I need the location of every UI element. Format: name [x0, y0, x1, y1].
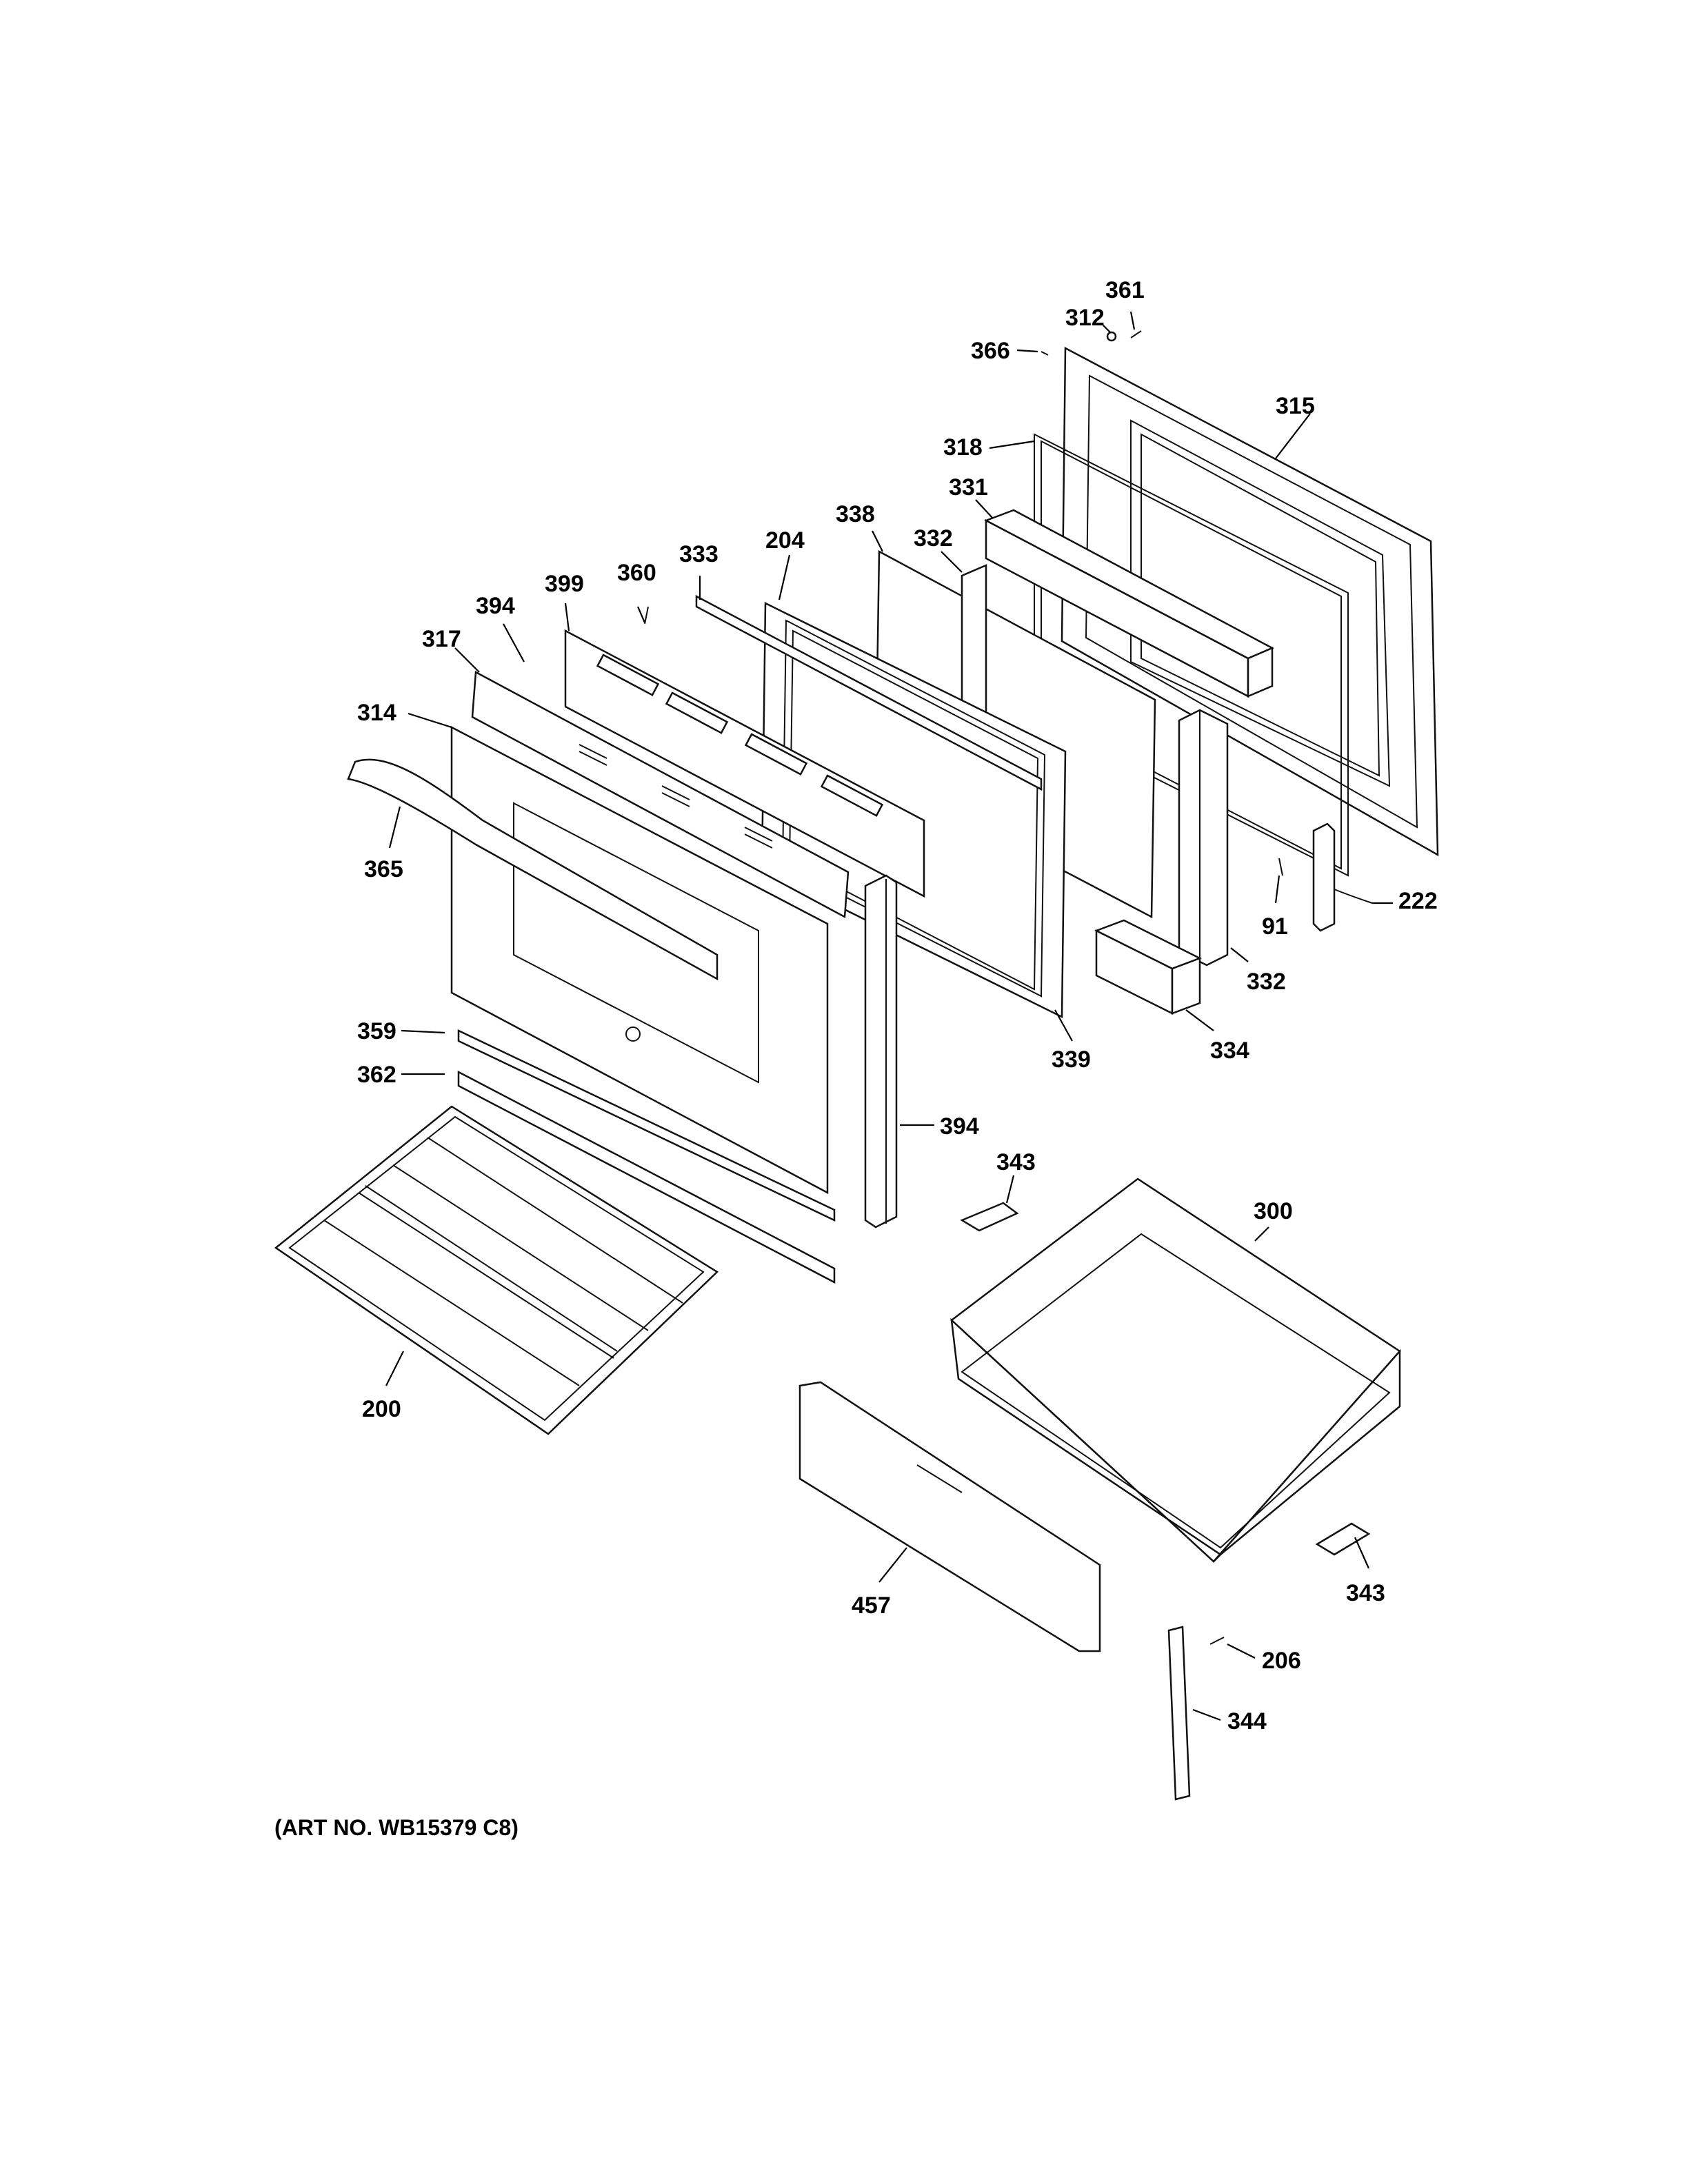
drawer-front-457	[798, 1381, 1101, 1652]
heat-shield-399	[564, 629, 925, 898]
label-394-bottom: 394	[940, 1113, 979, 1140]
label-366: 366	[971, 338, 1010, 364]
art-number: (ART NO. WB15379 C8)	[274, 1815, 519, 1840]
oven-rack-200	[274, 1105, 719, 1435]
insulation-bottom	[1094, 919, 1203, 1015]
label-362: 362	[357, 1062, 396, 1088]
label-361: 361	[1105, 277, 1145, 303]
door-bottom-rails	[457, 1029, 836, 1284]
label-360: 360	[617, 560, 656, 586]
label-312: 312	[1065, 305, 1105, 331]
label-204: 204	[765, 527, 805, 554]
label-343-top: 343	[996, 1149, 1036, 1175]
insulation-top	[983, 509, 1274, 698]
label-315: 315	[1276, 393, 1315, 419]
label-300: 300	[1254, 1198, 1293, 1224]
label-333: 333	[679, 541, 719, 567]
label-200: 200	[362, 1396, 401, 1422]
trim-strip-333	[695, 594, 1043, 791]
label-331: 331	[949, 474, 988, 501]
drawer-glide-343-top	[960, 1202, 1019, 1232]
side-trim-394	[864, 874, 898, 1228]
drawer-glide-343-bottom	[1315, 1522, 1371, 1556]
label-332-top: 332	[914, 525, 953, 552]
label-91: 91	[1262, 913, 1288, 940]
leader-lines	[385, 311, 1393, 1721]
label-359: 359	[357, 1018, 396, 1044]
label-332-bottom: 332	[1247, 969, 1286, 995]
label-334: 334	[1210, 1038, 1249, 1064]
label-339: 339	[1052, 1046, 1091, 1073]
label-338: 338	[836, 501, 875, 527]
label-343-bottom: 343	[1346, 1580, 1385, 1606]
label-394-top: 394	[476, 593, 515, 619]
hinge-222	[1312, 822, 1373, 932]
part-labels: 361 312 366 315 318 331 338 332 204 333 …	[274, 277, 1438, 1840]
label-222: 222	[1398, 888, 1438, 914]
label-206: 206	[1262, 1648, 1301, 1674]
label-318: 318	[943, 434, 983, 461]
label-399: 399	[545, 571, 584, 597]
vent-panel-317	[471, 670, 850, 919]
drawer-300	[950, 1177, 1401, 1563]
door-handle-365	[347, 758, 719, 981]
label-457: 457	[852, 1593, 891, 1619]
label-365: 365	[364, 856, 403, 882]
outer-door-314	[450, 725, 829, 1195]
label-314: 314	[357, 700, 396, 726]
label-317: 317	[422, 626, 461, 652]
screws	[644, 330, 1283, 1645]
door-gasket	[1034, 433, 1349, 877]
label-344: 344	[1227, 1708, 1267, 1735]
drawer-rail-344	[1167, 1626, 1191, 1801]
insulation-side	[1178, 709, 1229, 967]
